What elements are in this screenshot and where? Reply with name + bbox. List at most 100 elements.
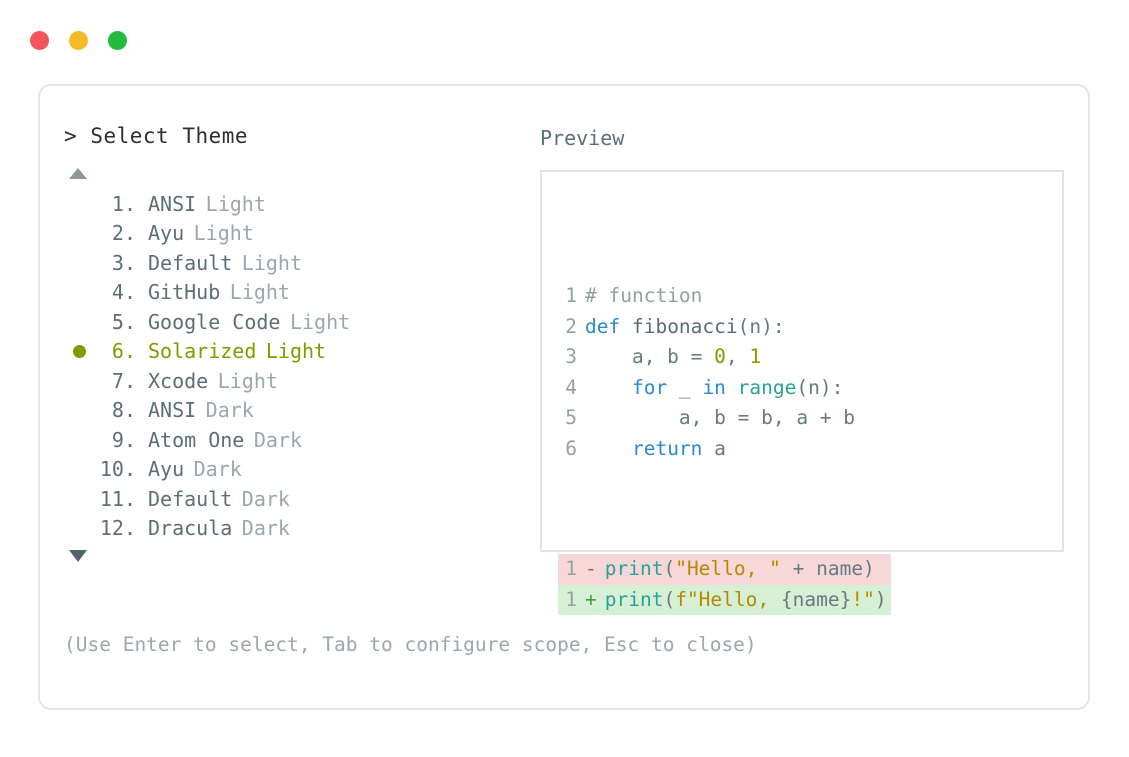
code-line: 6 return a <box>562 434 891 465</box>
theme-item-number: 8. <box>111 398 136 423</box>
code-token <box>585 434 632 465</box>
theme-item-number: 7. <box>111 368 136 393</box>
theme-list-item[interactable]: 7. Xcode Light <box>64 366 544 396</box>
preview-label: Preview <box>540 126 625 150</box>
window-titlebar <box>0 0 1129 76</box>
theme-item-variant: Light <box>241 250 303 275</box>
theme-item-number: 12. <box>99 516 136 541</box>
close-button-icon[interactable] <box>30 31 49 50</box>
code-token: + name) <box>780 557 875 580</box>
theme-item-variant: Light <box>289 309 351 334</box>
line-number: 4 <box>565 375 577 399</box>
page-title: > Select Theme <box>64 126 544 147</box>
code-token: in <box>702 375 726 399</box>
theme-item-name: Google Code <box>148 309 281 334</box>
theme-item-name: Solarized <box>148 339 257 364</box>
theme-item-number: 9. <box>111 427 136 452</box>
diff-sign: - <box>585 557 597 580</box>
code-line: 5 a, b = b, a + b <box>562 403 891 434</box>
theme-item-number: 3. <box>111 250 136 275</box>
minimize-button-icon[interactable] <box>69 31 88 50</box>
theme-list-item[interactable]: 3. Default Light <box>64 248 544 278</box>
page-title-text: Select Theme <box>90 124 249 148</box>
theme-item-variant: Dark <box>241 516 290 541</box>
scroll-up-arrow-icon[interactable] <box>69 168 87 179</box>
code-token: return <box>631 436 703 460</box>
theme-item-number: 1. <box>111 191 136 216</box>
line-number: 5 <box>565 406 577 429</box>
theme-item-name: Default <box>148 250 233 275</box>
theme-list-item[interactable]: 11. Default Dark <box>64 484 544 514</box>
code-token <box>585 373 632 404</box>
code-line: 4 for _ in range(n): <box>562 373 891 404</box>
theme-item-number: 5. <box>111 309 136 334</box>
code-token: print <box>604 557 664 580</box>
theme-item-name: Ayu <box>148 221 185 246</box>
code-token: # function <box>585 284 703 307</box>
code-token: range <box>737 375 797 399</box>
theme-item-name: Atom One <box>148 427 245 452</box>
code-token: "Hello, " <box>675 557 781 580</box>
maximize-button-icon[interactable] <box>108 31 127 50</box>
line-number: 1 <box>565 284 577 307</box>
code-token: {name} <box>780 587 852 611</box>
code-token: (n): <box>737 314 785 338</box>
theme-item-name: Xcode <box>148 368 209 393</box>
diff-lines: 1-print("Hello, " + name)1+print(f"Hello… <box>558 554 891 615</box>
code-token: a, b = <box>585 345 715 368</box>
selected-bullet-icon <box>72 344 86 358</box>
theme-item-variant: Dark <box>205 398 254 423</box>
code-token: print <box>604 587 664 611</box>
theme-item-name: Default <box>148 486 233 511</box>
selection-bullet-cell <box>64 344 94 358</box>
theme-item-number: 10. <box>99 457 136 482</box>
diff-line-add: 1+print(f"Hello, {name}!") <box>558 584 891 615</box>
keyboard-hint: (Use Enter to select, Tab to configure s… <box>64 633 757 656</box>
code-token: f"Hello, <box>675 587 781 611</box>
diff-sign: + <box>585 587 597 611</box>
code-token: 1 <box>749 345 762 368</box>
theme-list-item[interactable]: 10. Ayu Dark <box>64 455 544 485</box>
line-number: 2 <box>565 314 577 338</box>
theme-item-name: GitHub <box>148 280 221 305</box>
theme-item-variant: Light <box>217 368 278 393</box>
theme-list-item[interactable]: 12. Dracula Dark <box>64 514 544 544</box>
code-token: 0 <box>714 345 726 368</box>
theme-item-number: 6. <box>111 339 136 364</box>
theme-item-variant: Dark <box>241 486 290 511</box>
code-token: def <box>585 314 632 338</box>
theme-list-item[interactable]: 9. Atom One Dark <box>64 425 544 455</box>
scroll-down-arrow-icon[interactable] <box>69 550 87 562</box>
theme-item-name: Dracula <box>148 516 233 541</box>
line-number: 1 <box>565 587 577 611</box>
code-line: 2 def fibonacci(n): <box>562 312 891 343</box>
code-token: a, b = b, a + b <box>585 406 856 429</box>
code-line: 3 a, b = 0, 1 <box>562 342 891 373</box>
code-token: ( <box>663 557 676 580</box>
theme-item-variant: Dark <box>193 457 242 482</box>
theme-item-number: 11. <box>99 486 136 511</box>
code-token: fibonacci <box>631 314 738 338</box>
theme-item-variant: Light <box>205 191 266 216</box>
theme-list-item[interactable]: 5. Google Code Light <box>64 307 544 337</box>
line-number: 1 <box>565 557 577 580</box>
code-token: for <box>631 375 668 399</box>
theme-item-name: Ayu <box>148 457 185 482</box>
code-token: , <box>725 345 750 368</box>
theme-item-variant: Dark <box>253 427 302 452</box>
line-number: 3 <box>565 345 577 368</box>
code-token: (n): <box>796 375 844 399</box>
code-token: !" <box>851 587 875 611</box>
